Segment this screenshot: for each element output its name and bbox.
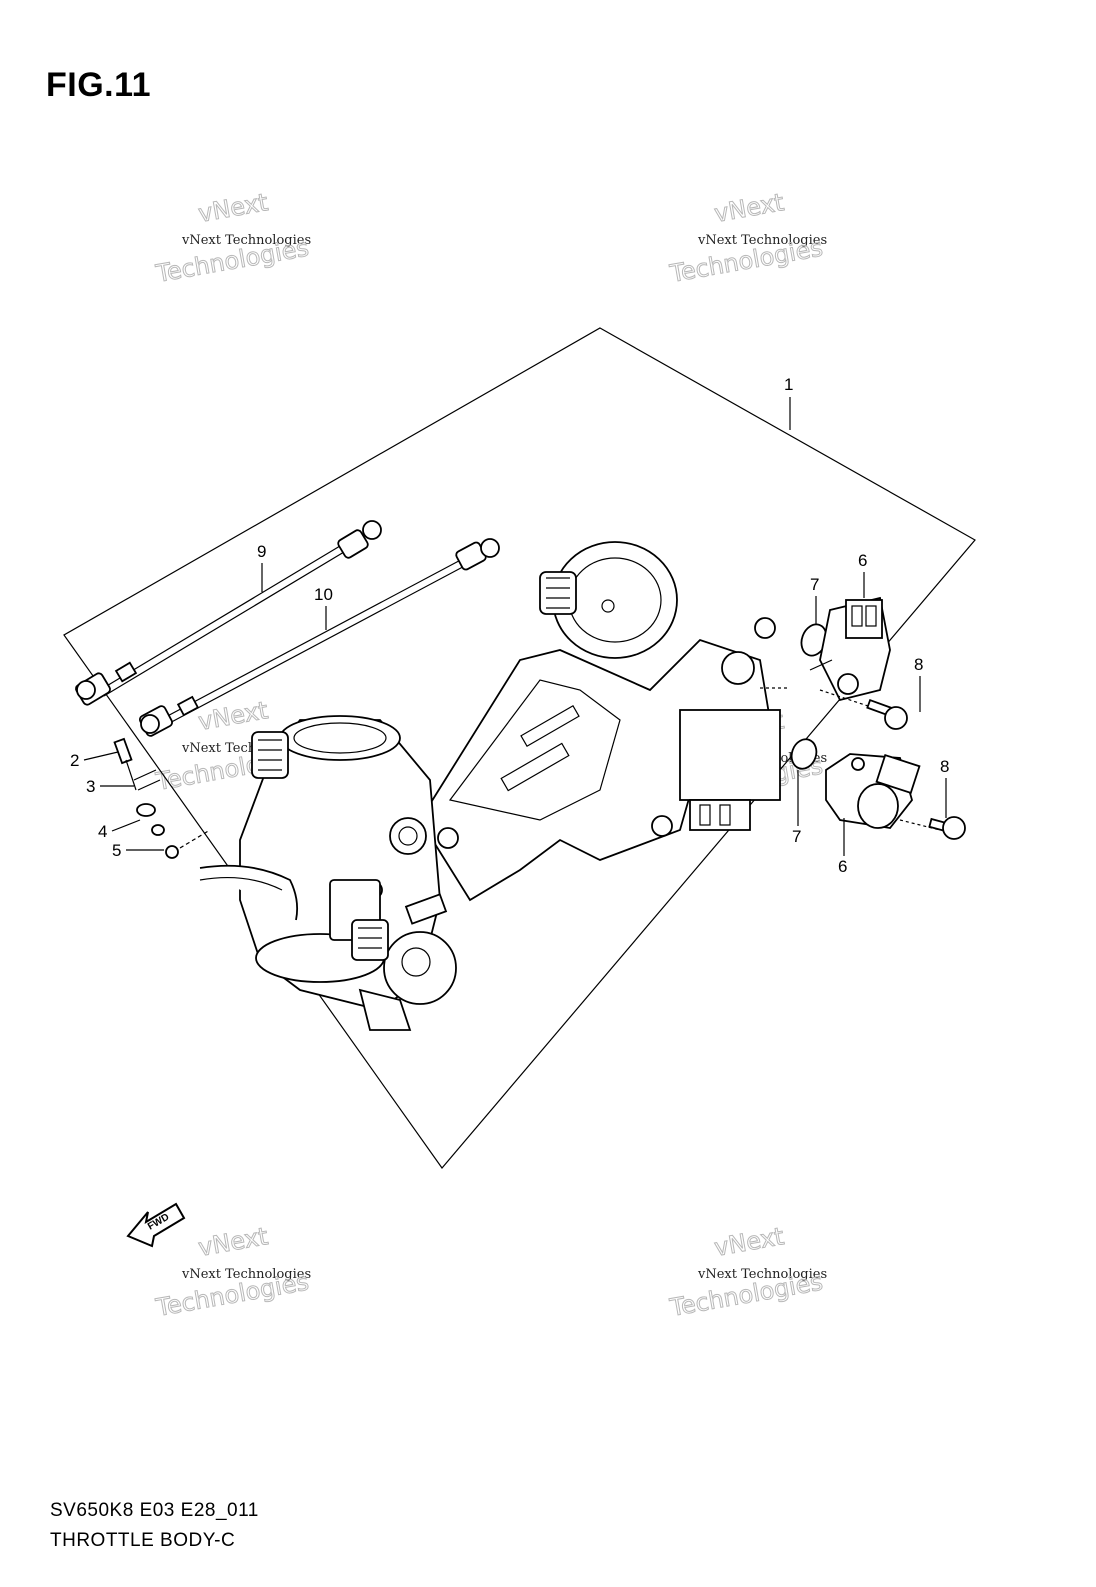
callout-6-lower: 6 [838, 818, 847, 876]
watermark-line1: vNext [712, 188, 786, 228]
callout-3: 3 [86, 777, 134, 796]
screw-set [113, 737, 211, 859]
svg-text:4: 4 [98, 822, 107, 841]
callout-10: 10 [314, 585, 333, 630]
callout-7-upper: 7 [810, 575, 819, 624]
svg-text:6: 6 [858, 551, 867, 570]
watermark-line1: vNext [712, 1222, 786, 1262]
svg-text:5: 5 [112, 841, 121, 860]
model-code: SV650K8 E03 E28_011 [50, 1500, 259, 1521]
link-rod-10 [138, 538, 500, 737]
svg-text:8: 8 [940, 757, 949, 776]
section-name: THROTTLE BODY-C [50, 1530, 236, 1551]
watermark-line1: vNext [196, 696, 270, 736]
watermark-line1: vNext [196, 188, 270, 228]
svg-text:1: 1 [784, 375, 793, 394]
figure-title: FIG.11 [46, 66, 152, 104]
callout-1: 1 [784, 375, 793, 430]
callout-9: 9 [257, 542, 266, 592]
watermark-line2: vNext Technologies [697, 233, 827, 248]
watermark-line2: vNext Technologies [697, 1267, 827, 1282]
throttle-body-assembly [199, 541, 781, 1031]
watermark-top-left: vNext vNext Technologies Technologies [153, 188, 312, 289]
callout-2: 2 [70, 751, 119, 770]
callout-7-lower: 7 [792, 770, 801, 846]
lower-sensor-group [790, 738, 966, 840]
assembly-boundary [63, 327, 976, 1169]
svg-text:7: 7 [810, 575, 819, 594]
watermark-top-right: vNext vNext Technologies Technologies [667, 188, 827, 289]
callout-6-upper: 6 [858, 551, 867, 598]
watermark-line2: vNext Technologies [181, 233, 311, 248]
svg-text:10: 10 [314, 585, 333, 604]
upper-sensor-group [760, 596, 908, 730]
callout-5: 5 [112, 841, 164, 860]
svg-text:7: 7 [792, 827, 801, 846]
link-rod-9 [75, 520, 382, 706]
svg-text:9: 9 [257, 542, 266, 561]
watermark-bottom-left: vNext vNext Technologies Technologies [153, 1222, 312, 1323]
watermark-line2: vNext Technologies [181, 1267, 311, 1282]
callout-4: 4 [98, 819, 141, 841]
svg-text:6: 6 [838, 857, 847, 876]
svg-text:3: 3 [86, 777, 95, 796]
callout-8-upper: 8 [914, 655, 923, 712]
fwd-arrow-icon: FWD [126, 1202, 186, 1248]
watermark-bottom-right: vNext vNext Technologies Technologies [667, 1222, 827, 1323]
svg-text:2: 2 [70, 751, 79, 770]
callout-8-lower: 8 [940, 757, 949, 818]
watermark-line1: vNext [196, 1222, 270, 1262]
svg-text:8: 8 [914, 655, 923, 674]
